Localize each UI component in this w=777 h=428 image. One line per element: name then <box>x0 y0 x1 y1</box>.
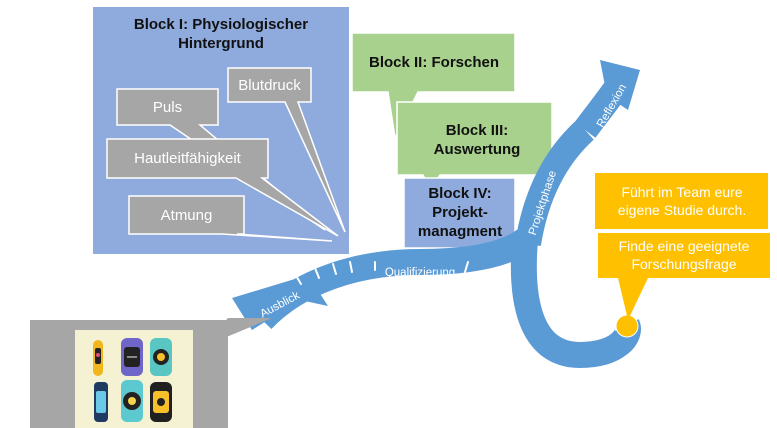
block-4-title: Block IV: Projekt-managment <box>417 184 503 240</box>
path-loop <box>510 238 641 369</box>
task-1-text: Führt im Team eure eigene Studie durch. <box>617 184 747 218</box>
hautleitfaehigkeit-callout <box>106 138 339 237</box>
task-2-callout <box>598 233 770 320</box>
block-2-title: Block II: Forschen <box>368 53 500 71</box>
path-arrow-head <box>600 60 640 110</box>
measure-label-atmung: Atmung <box>160 206 213 224</box>
path-label-qualifizierung: Qualifizierung <box>384 267 456 279</box>
measure-label-puls: Puls <box>152 98 183 116</box>
measure-label-hautleitfaehigkeit: Hautleitfähigkeit <box>134 150 241 167</box>
block-3-title: Block III: Auswertung <box>433 122 521 158</box>
block-1-title: Block I: Physiologischer Hintergrund <box>133 16 309 52</box>
path-projektphase <box>515 120 594 247</box>
blutdruck-callout <box>227 67 346 233</box>
atmung-callout <box>128 195 333 242</box>
measure-label-blutdruck: Blutdruck <box>238 76 301 94</box>
path-ticks <box>294 261 469 285</box>
task-2-text: Finde eine geeignete Forschungsfrage <box>618 238 750 272</box>
path-ausblick-segment <box>232 275 328 330</box>
smartwatch-icons <box>93 338 172 422</box>
task-1-callout <box>595 173 768 229</box>
current-position-dot <box>615 314 639 338</box>
